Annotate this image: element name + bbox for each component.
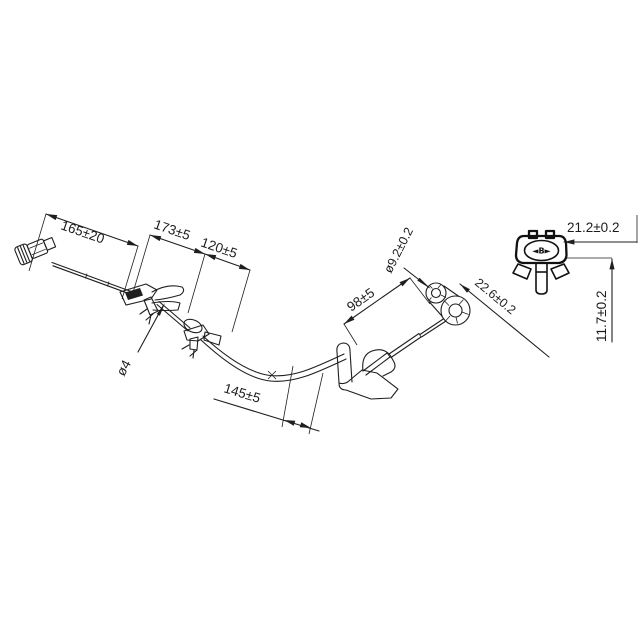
head-right-wing <box>550 263 570 280</box>
head-top-tab <box>544 229 556 240</box>
dim-head-height: 11.7±0.2 <box>566 257 615 343</box>
clip1-plate <box>119 283 158 306</box>
grommet-hatch <box>444 299 469 324</box>
cable-clip-1 <box>119 283 185 325</box>
dim-grommet-hole: ø9.2±0.2 <box>381 225 431 289</box>
sensor-probe <box>362 317 447 376</box>
cable-reference-mark <box>267 370 277 380</box>
head-top-tab <box>527 229 539 240</box>
clip1-firtree-barbs <box>139 308 154 325</box>
grommet-small-ring-inner <box>430 287 442 299</box>
head-body-outline <box>514 234 568 265</box>
dim-212-label: 21.2±0.2 <box>567 220 619 235</box>
sensor-bracket <box>336 342 399 400</box>
clip1-wing-lower <box>151 300 181 312</box>
clip1-wing-upper <box>151 285 185 301</box>
clip2-collar <box>183 318 203 334</box>
clip1-rubber-pad <box>125 288 143 300</box>
head-face-marking: ◄B► <box>532 247 551 256</box>
dim-head-width: 21.2±0.2 <box>563 215 638 245</box>
head-left-wing <box>512 263 532 280</box>
dim-145-label: 145±5 <box>222 381 262 406</box>
dim-173: 173±5 <box>131 217 206 297</box>
clip2-firtree-barbs <box>181 344 198 359</box>
dim-120-label: 120±5 <box>199 235 239 261</box>
dim-cable-diameter: ø4 <box>113 303 165 378</box>
connector-rib <box>22 244 31 262</box>
connector-ferrule <box>42 237 57 251</box>
dim-117-label: 11.7±0.2 <box>594 291 609 342</box>
grommet-small-ring-outer <box>425 282 447 304</box>
connector-rib <box>17 247 25 264</box>
cable-segment-1 <box>51 261 136 297</box>
probe-rod <box>388 332 422 359</box>
grommet-large-ring-inner <box>448 303 463 318</box>
cable-sleeve-joint <box>85 273 88 279</box>
dim-165-label: 165±20 <box>59 218 106 247</box>
dim-dia92-label: ø9.2±0.2 <box>381 225 416 275</box>
electrical-connector <box>14 237 57 266</box>
sensor-head-front-view: ◄B► <box>512 229 570 295</box>
grommet-hatch <box>428 284 447 302</box>
cable-sleeve-joint <box>107 281 110 287</box>
head-face-oval <box>523 239 560 262</box>
cable-segment-3 <box>200 335 347 382</box>
dim-98-label: 98±5 <box>344 285 377 314</box>
connector-rib <box>19 245 28 263</box>
bracket-body <box>338 369 399 400</box>
bracket-hook <box>362 349 396 377</box>
clip1-stem <box>143 296 159 316</box>
head-stem <box>535 264 548 295</box>
mounting-grommet <box>425 282 471 326</box>
dim-165: 165±20 <box>28 213 139 300</box>
dim-226-label: 22.6±0.2 <box>472 276 518 318</box>
clip2-stem <box>189 336 199 351</box>
connector-detail <box>29 242 46 256</box>
probe-tip <box>419 317 447 338</box>
clip2-body <box>183 324 210 342</box>
bracket-tab <box>336 342 353 384</box>
dim-dia4-label: ø4 <box>113 357 134 378</box>
probe-sleeve <box>362 352 391 376</box>
